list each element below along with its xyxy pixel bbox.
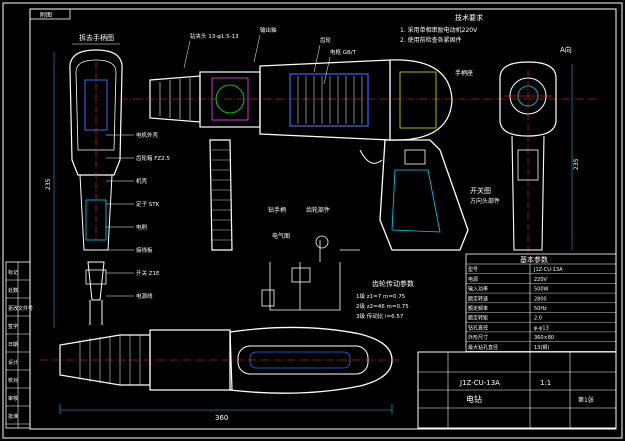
revision-row-label: 标记 <box>8 269 18 276</box>
handle-label: 钻手柄 <box>268 206 286 214</box>
revision-row-label: 更改文件号 <box>8 305 33 312</box>
left-view-title: 拆去手柄图 <box>79 33 114 42</box>
spec-row-key: 外形尺寸 <box>468 334 488 341</box>
spec-row-value: 2800 <box>534 296 547 302</box>
spec-row-value: 2.0 <box>534 316 542 322</box>
spec-table-title: 基本参数 <box>520 255 548 264</box>
revision-row-label: 校对 <box>8 377 18 384</box>
revision-row-label: 审核 <box>8 395 18 402</box>
front-hand-label: 手柄座 <box>455 69 473 77</box>
spec-row-value: J1Z-CU-13A <box>533 267 563 273</box>
left-revision-column <box>5 261 31 429</box>
spec-row-key: 电源 <box>468 276 478 283</box>
title-sheet: 第1张 <box>578 396 594 404</box>
title-scale: 1:1 <box>540 379 551 387</box>
left-callout-label: 电源线 <box>136 292 153 300</box>
left-callout-label: 开关 Z1E <box>136 269 160 277</box>
spec-row-key: 钻孔直径 <box>468 324 488 331</box>
title-part-name: 电钻 <box>466 394 482 404</box>
revision-row-label: 签字 <box>8 323 18 330</box>
direction-label: 方向头部件 <box>470 197 500 205</box>
spec-row-key: 输入功率 <box>468 286 488 293</box>
top-callout-label: 输出轴 <box>260 26 277 34</box>
spec-row-key: 额定转速 <box>468 295 488 302</box>
left-callout-label: 接线板 <box>136 246 153 254</box>
revision-row-label: 处数 <box>8 287 18 294</box>
top-callout-label: 齿轮 <box>320 36 332 44</box>
corner-tag-box <box>29 8 71 20</box>
right-dim-label: 235 <box>573 158 580 170</box>
title-block: J1Z-CU-13A 电钻 1:1 第1张 <box>417 351 617 429</box>
left-dim-label: 235 <box>45 178 52 190</box>
tech-req-title: 技术要求 <box>455 13 483 22</box>
gear-param-1: 1级 z1=7 m=0.75 <box>356 292 406 300</box>
gear-params-title: 齿轮传动参数 <box>372 279 414 288</box>
spec-row-value: 360×80 <box>534 335 554 341</box>
revision-row-label: 设计 <box>8 359 18 366</box>
left-callout-label: 机壳 <box>136 177 148 185</box>
revision-row-label: 日期 <box>8 342 18 348</box>
spec-row-key: 额定频率 <box>468 305 488 312</box>
tech-requirements: 技术要求 1. 采用单相串励电动机220V 2. 使用前检查各紧固件 <box>400 13 483 44</box>
spec-row-key: 额定转矩 <box>468 315 488 322</box>
inner-frame <box>29 8 617 430</box>
spec-row-value: 13(钢) <box>534 344 549 351</box>
spec-row-value: 50Hz <box>534 306 547 312</box>
tech-req-line-2: 2. 使用前检查各紧固件 <box>400 36 462 44</box>
electric-diagram: 电气图 <box>261 232 360 311</box>
bottom-top-view: 360 <box>40 326 400 422</box>
spec-row-key: 最大钻孔直径 <box>468 344 498 351</box>
gear-params: 齿轮传动参数 1级 z1=7 m=0.75 2级 z2=46 m=0.75 3级… <box>356 279 414 320</box>
left-view-drill-rear: 拆去手柄图 235 <box>45 33 123 328</box>
open-label: 开关图 <box>470 186 491 195</box>
left-callout-label: 齿轮箱 FZ2.5 <box>136 154 170 162</box>
corner-tag-text: 附图 <box>40 11 52 19</box>
left-callout-label: 电机外壳 <box>136 131 159 139</box>
left-callout-label: 电刷 <box>136 223 148 231</box>
left-callout-label: 定子 STK <box>136 200 160 208</box>
title-drawing-name: J1Z-CU-13A <box>459 379 500 387</box>
spec-row-value: φ-φ13 <box>534 325 549 331</box>
top-callout-label: 钻夹头 13-φ1.5-13 <box>190 32 239 40</box>
spec-row-value: 220V <box>534 277 548 283</box>
motor-label: 齿轮部件 <box>306 206 330 214</box>
spec-row-key: 型号 <box>468 266 478 273</box>
gear-param-3: 3级 传动比 i=6.57 <box>356 312 404 320</box>
tech-req-line-1: 1. 采用单相串励电动机220V <box>400 26 478 34</box>
total-width-dim: 360 <box>215 414 228 422</box>
top-callout-label: 电枢 GB/T <box>330 48 357 56</box>
revision-row-label: 批准 <box>8 413 18 420</box>
main-side-view: 钻手柄 齿轮部件 开关图 方向头部件 手柄座 <box>120 59 600 251</box>
gear-param-2: 2级 z2=46 m=0.75 <box>356 302 409 310</box>
electric-label: 电气图 <box>272 232 290 240</box>
right-view-title: A向 <box>560 45 572 54</box>
right-view-drill-front: A向 235 <box>499 45 580 260</box>
spec-row-value: 500W <box>534 287 549 293</box>
